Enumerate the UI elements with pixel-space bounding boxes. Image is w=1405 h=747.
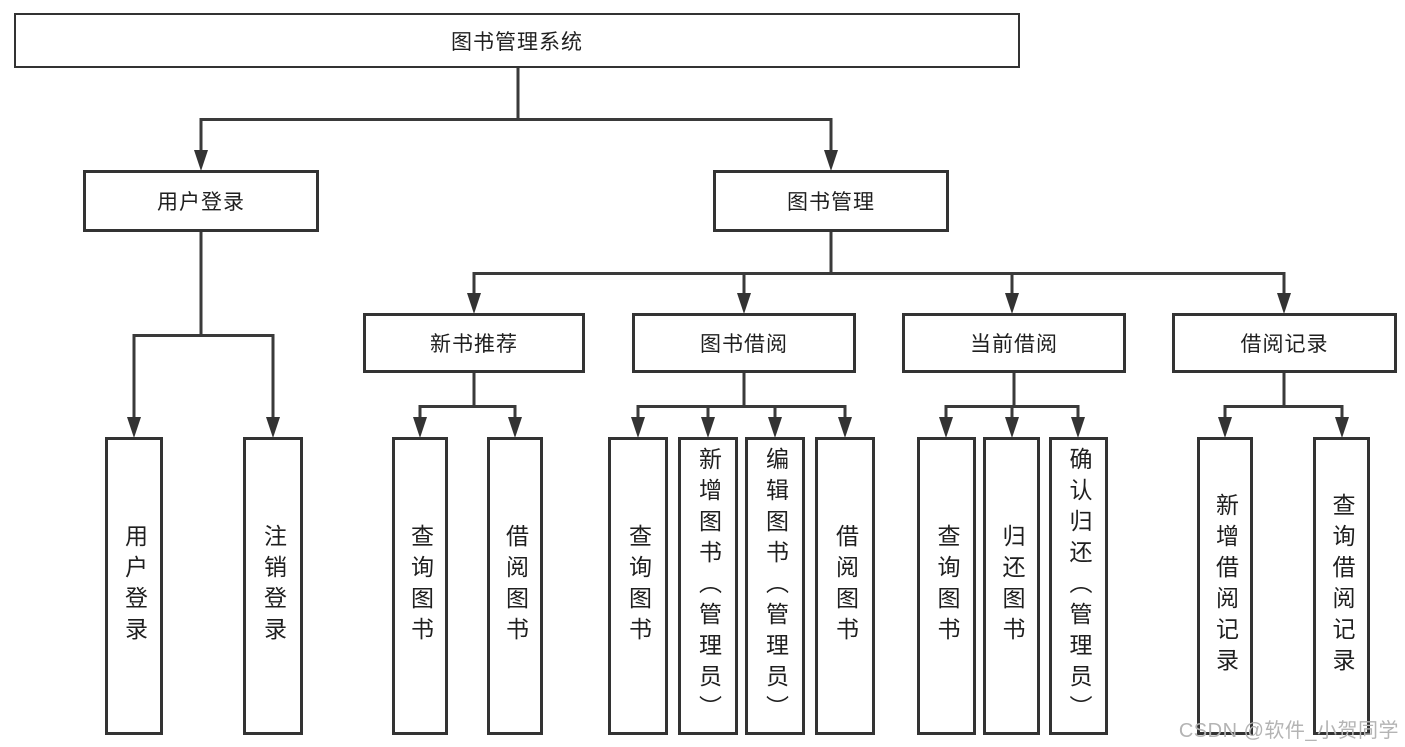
- leaf-add-books-admin-label: 新增图书（管理员）: [695, 446, 722, 726]
- connector-arrowhead: [1005, 417, 1019, 438]
- connector-arrowhead: [1335, 417, 1349, 438]
- connector-arrowhead: [508, 417, 522, 438]
- leaf-query-books-1-label: 查询图书: [407, 524, 434, 648]
- node-borrowing-records: 借阅记录: [1172, 313, 1397, 373]
- leaf-return-books-label: 归还图书: [999, 524, 1025, 648]
- connector-arrowhead: [1277, 293, 1291, 314]
- csdn-watermark: CSDN @软件_小贺同学: [1178, 720, 1399, 742]
- node-new-book-recommend: 新书推荐: [363, 313, 585, 373]
- node-root-label: 图书管理系统: [451, 30, 583, 54]
- leaf-return-books: 归还图书: [983, 437, 1040, 735]
- leaf-add-borrow-record-label: 新增借阅记录: [1212, 493, 1239, 679]
- node-book-management-label: 图书管理: [787, 191, 875, 214]
- connector-arrowhead: [631, 417, 645, 438]
- leaf-user-login: 用户登录: [105, 437, 163, 735]
- leaf-query-borrow-record-label: 查询借阅记录: [1329, 493, 1355, 679]
- node-user-login-label: 用户登录: [157, 191, 245, 214]
- node-user-login: 用户登录: [83, 170, 319, 232]
- node-book-borrowing: 图书借阅: [632, 313, 856, 373]
- leaf-query-books-2: 查询图书: [608, 437, 668, 735]
- connector-arrowhead: [838, 417, 852, 438]
- connector-arrowhead: [127, 417, 141, 438]
- node-book-borrowing-label: 图书借阅: [700, 333, 788, 356]
- node-book-management: 图书管理: [713, 170, 949, 232]
- leaf-confirm-return-admin: 确认归还（管理员）: [1049, 437, 1108, 735]
- connector-arrowhead: [768, 417, 782, 438]
- node-borrowing-records-label: 借阅记录: [1240, 333, 1329, 356]
- leaf-borrow-books-1-label: 借阅图书: [502, 524, 529, 648]
- leaf-logout: 注销登录: [243, 437, 303, 735]
- leaf-user-login-label: 用户登录: [121, 524, 148, 648]
- connector-arrowhead: [824, 150, 838, 171]
- leaf-borrow-books-2-label: 借阅图书: [832, 524, 859, 648]
- connector-arrowhead: [737, 293, 751, 314]
- leaf-logout-label: 注销登录: [260, 524, 287, 648]
- connector-arrowhead: [467, 293, 481, 314]
- leaf-query-books-2-label: 查询图书: [625, 524, 652, 648]
- connector-arrowhead: [1218, 417, 1232, 438]
- connector-arrowhead: [1071, 417, 1085, 438]
- leaf-confirm-return-admin-label: 确认归还（管理员）: [1066, 446, 1092, 726]
- connector-arrowhead: [413, 417, 427, 438]
- connector-arrowhead: [266, 417, 280, 438]
- leaf-borrow-books-1: 借阅图书: [487, 437, 543, 735]
- leaf-borrow-books-2: 借阅图书: [815, 437, 875, 735]
- leaf-edit-books-admin: 编辑图书（管理员）: [745, 437, 805, 735]
- leaf-edit-books-admin-label: 编辑图书（管理员）: [762, 446, 789, 726]
- leaf-add-borrow-record: 新增借阅记录: [1197, 437, 1253, 735]
- connector-arrowhead: [1005, 293, 1019, 314]
- connector-arrowhead: [194, 150, 208, 171]
- leaf-query-books-3: 查询图书: [917, 437, 976, 735]
- node-current-borrowing-label: 当前借阅: [970, 333, 1058, 356]
- connector-arrowhead: [701, 417, 715, 438]
- leaf-query-books-1: 查询图书: [392, 437, 448, 735]
- leaf-query-books-3-label: 查询图书: [934, 524, 960, 648]
- leaf-query-borrow-record: 查询借阅记录: [1313, 437, 1370, 735]
- connector-arrowhead: [939, 417, 953, 438]
- leaf-add-books-admin: 新增图书（管理员）: [678, 437, 738, 735]
- node-root: 图书管理系统: [14, 13, 1020, 68]
- node-current-borrowing: 当前借阅: [902, 313, 1126, 373]
- node-new-book-recommend-label: 新书推荐: [430, 333, 518, 356]
